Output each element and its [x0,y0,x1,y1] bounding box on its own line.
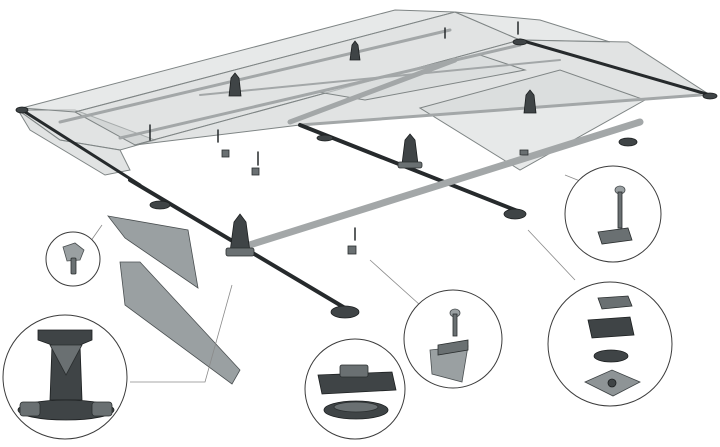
rail-back [518,38,712,97]
cross-rail-main [236,118,644,252]
support-foot-center [397,133,423,169]
loose-fasteners [149,21,529,255]
leader-foot-assembly [130,284,233,383]
ballast-pad-left-corner [15,106,29,114]
solar-panel-array [16,9,712,176]
deflector-plate-lower [119,261,241,385]
support-foot-upper-left [228,72,242,97]
rail-front-right [298,123,522,214]
callout-clamp-base [304,338,406,440]
stack-clamp [587,316,635,339]
support-foot-upper-center [349,40,361,61]
ballast-pad-corner [702,92,718,100]
support-foot-front [225,213,255,257]
stack-clip [597,295,633,310]
leader-foot-stack [527,229,576,281]
panel-rail-3 [298,93,702,127]
deflector-plate-upper [107,215,199,289]
callout-screw [45,231,101,287]
clip-3 [251,167,260,176]
ballast-pad-mid [316,134,334,142]
callout-foot-stack [547,281,673,407]
bracket-icon [17,329,115,421]
ballast-pad-left [149,200,171,210]
side-deflector-plates [107,215,241,385]
stack-pad [593,349,629,363]
screw-icon [62,242,85,275]
callout-angle-bracket [403,289,503,389]
angle-bracket-icon [429,308,469,383]
callout-clamp-screw [564,165,662,263]
ballast-pad-right [503,208,527,220]
clamp-screw-icon [597,185,633,245]
clamp-icon [317,364,397,420]
ballast-pad-front [330,305,360,319]
clip-1 [347,245,357,255]
cross-rail-upper [287,57,458,125]
callout-foot-assembly [2,314,128,440]
stack-plate-hole [607,378,617,388]
clip-2 [221,149,230,158]
clip-4 [519,149,529,156]
panel-rail-4 [199,59,561,96]
ballast-pad-back [618,137,638,147]
leader-angle-bracket [369,259,421,306]
foot-stack-icon [584,295,641,397]
support-feet [15,38,718,319]
rail-side [20,108,142,187]
ballast-pad-top [512,38,528,46]
panel-rail-1 [58,28,452,124]
support-foot-right [523,89,537,114]
